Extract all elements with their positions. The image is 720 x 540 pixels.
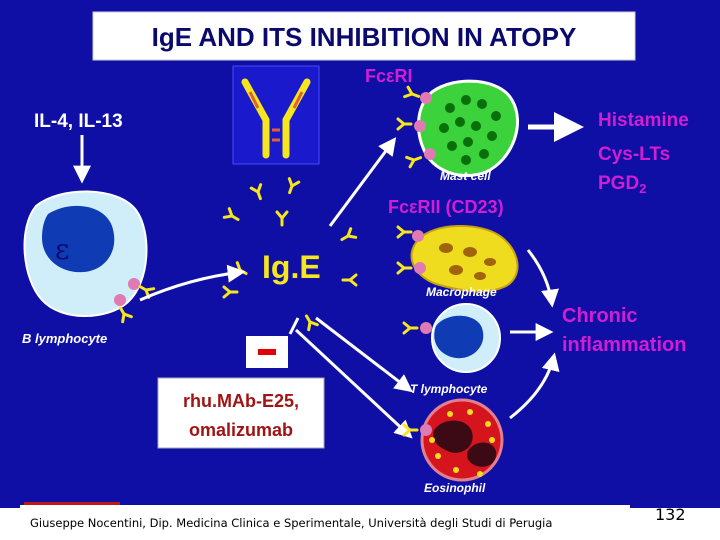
macrophage-label: Macrophage: [426, 285, 497, 299]
page-number: 132: [655, 505, 686, 524]
arrow-macrophage-to-inflammation: [526, 249, 559, 308]
ige-diagram: IgE AND ITS INHIBITION IN ATOPY FcεRI IL…: [22, 11, 689, 495]
b-lymphocyte-label: B lymphocyte: [22, 331, 107, 346]
chronic-label: Chronic: [562, 305, 638, 327]
arrow-to-t-lymphocyte: [315, 316, 413, 393]
epsilon-label: ε: [55, 233, 70, 266]
footer-credit: Giuseppe Nocentini, Dip. Medicina Clinic…: [30, 516, 553, 530]
inhibition-connector: [288, 317, 300, 335]
histamine-label: Histamine: [598, 110, 689, 131]
cys-lts-label: Cys-LTs: [598, 144, 670, 165]
il-label: IL-4, IL-13: [34, 111, 123, 132]
pgd2-label: PGD2: [598, 173, 646, 196]
fcerii-label: FcεRII (CD23): [388, 197, 504, 217]
eosinophil-label: Eosinophil: [424, 481, 486, 495]
ige-antibody-icon: [232, 65, 320, 165]
arrow-to-eosinophil: [294, 328, 413, 439]
inflammation-label: inflammation: [562, 334, 686, 356]
drug-line2: omalizumab: [189, 420, 293, 440]
drug-line1: rhu.MAb-E25,: [183, 391, 299, 411]
fceri-label: FcεRI: [365, 66, 413, 86]
macrophage: [396, 225, 519, 293]
arrow-to-mast-cell: [328, 137, 397, 227]
footer: [20, 505, 630, 539]
mast-cell-label: Mast cell: [440, 169, 491, 183]
arrow-eosinophil-to-inflammation: [509, 352, 560, 420]
minus-sign: [258, 349, 276, 355]
title-box: [92, 11, 636, 61]
mast-cell: [396, 79, 519, 178]
eosinophil: [402, 398, 504, 482]
b-lymphocyte: [23, 190, 156, 324]
footer-accent-bar: [24, 502, 120, 505]
t-lymphocyte: [402, 303, 501, 373]
arrow-b-cell-to-ige: [139, 264, 246, 302]
slide-title: IgE AND ITS INHIBITION IN ATOPY: [152, 22, 577, 52]
ige-label: Ig.E: [262, 249, 321, 285]
t-lymphocyte-label: T lymphocyte: [410, 382, 488, 396]
drug-box: [157, 377, 325, 449]
